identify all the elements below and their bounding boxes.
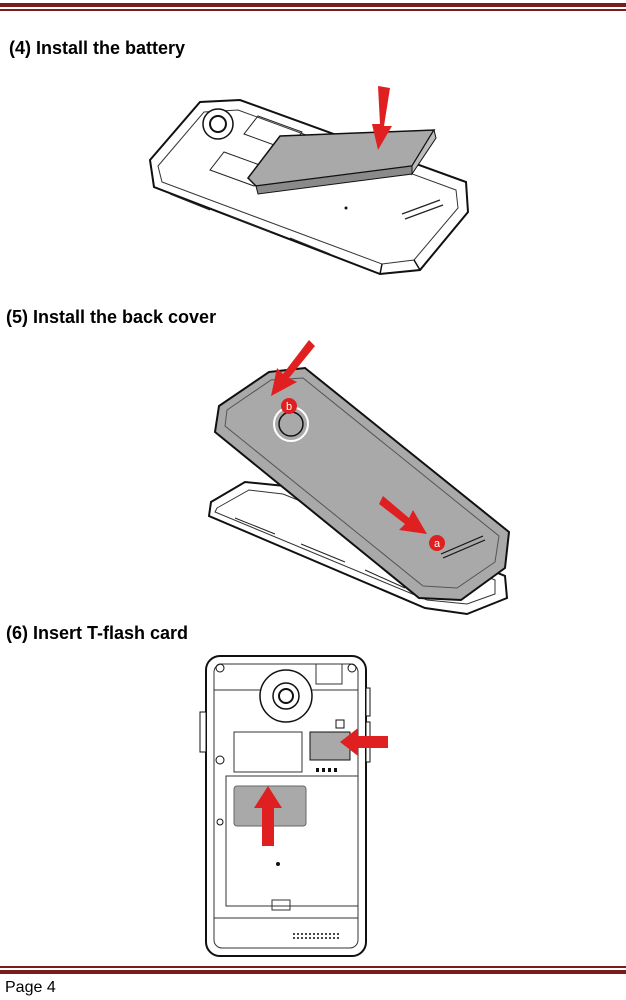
section-heading-install-back-cover: (5) Install the back cover (6, 307, 217, 327)
right-arrow-icon (379, 496, 427, 534)
section-heading-insert-tflash: (6) Insert T-flash card (6, 623, 189, 643)
down-arrow-icon (271, 340, 315, 396)
down-arrow-icon (372, 86, 392, 150)
footer-rule (0, 966, 626, 974)
section-heading-install-battery: (4) Install the battery (9, 38, 186, 58)
label-a: a (434, 538, 441, 550)
page-number: Page 4 (5, 979, 56, 996)
insert-tflash-card-illustration (199, 655, 388, 957)
label-a-badge (429, 535, 445, 551)
label-b-badge (281, 398, 297, 414)
up-arrow-icon (254, 786, 282, 846)
install-back-cover-illustration: b a (207, 340, 511, 616)
install-battery-illustration (148, 86, 470, 276)
header-rule (0, 3, 626, 11)
label-b: b (286, 401, 292, 413)
right-arrow-icon (340, 728, 388, 756)
